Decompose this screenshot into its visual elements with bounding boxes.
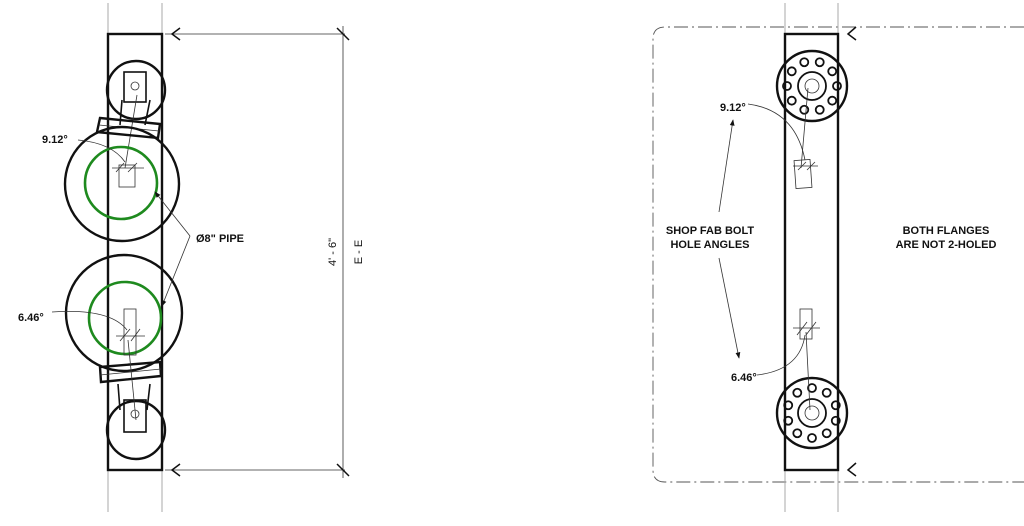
bolt-hole bbox=[792, 428, 803, 439]
bolt-hole bbox=[782, 81, 792, 91]
bolt-hole bbox=[827, 66, 838, 77]
note-flanges-line1: BOTH FLANGES bbox=[903, 225, 990, 237]
bolt-hole bbox=[807, 433, 817, 443]
bolt-hole bbox=[830, 400, 841, 411]
bolt-hole bbox=[792, 387, 803, 398]
right-plan-view: 9.12° 6.46° SHOP FAB BOLT HOLE ANGLES BO… bbox=[652, 3, 1024, 512]
note-shop-fab-line1: SHOP FAB BOLT bbox=[666, 225, 754, 237]
pipe-circle bbox=[87, 280, 163, 356]
section-label: E - E bbox=[353, 240, 365, 264]
bolt-hole bbox=[814, 57, 825, 68]
bolt-hole bbox=[786, 66, 797, 77]
bolt-hole bbox=[814, 104, 825, 115]
bolt-hole bbox=[832, 81, 842, 91]
valve-bottom bbox=[105, 339, 167, 461]
angle-label-bottom: 6.46° bbox=[731, 372, 757, 384]
bolt-hole bbox=[821, 387, 832, 398]
bolt-hole bbox=[783, 415, 794, 426]
bolt-hole bbox=[783, 400, 794, 411]
bolt-hole bbox=[827, 95, 838, 106]
note-flanges-line2: ARE NOT 2-HOLED bbox=[896, 239, 997, 251]
clamp-plate-bottom bbox=[98, 360, 163, 384]
angle-label-bottom: 6.46° bbox=[18, 312, 44, 324]
pipe-circle bbox=[83, 145, 159, 221]
boundary-line bbox=[652, 26, 1024, 483]
pipe-lower bbox=[51, 253, 184, 373]
bolt-hole bbox=[799, 104, 810, 115]
dimension-label: 4' - 6" bbox=[327, 238, 339, 266]
left-section-view: 9.12° 6.46° Ø8" PIPE 4' - 6" E - E bbox=[18, 3, 365, 512]
bolt-hole bbox=[821, 428, 832, 439]
valve-top bbox=[105, 59, 167, 169]
pipe-upper bbox=[63, 125, 181, 243]
note-shop-fab-line2: HOLE ANGLES bbox=[670, 239, 749, 251]
flange-bottom bbox=[756, 308, 849, 450]
bolt-hole bbox=[799, 57, 810, 68]
bolt-hole bbox=[830, 415, 841, 426]
support-beam bbox=[106, 32, 164, 472]
bolt-hole bbox=[807, 383, 817, 393]
pipe-label: Ø8" PIPE bbox=[196, 233, 244, 245]
angle-label-top: 9.12° bbox=[720, 102, 746, 114]
bolt-hole bbox=[786, 95, 797, 106]
flange-top bbox=[747, 49, 849, 189]
support-beam bbox=[783, 32, 840, 472]
angle-label-top: 9.12° bbox=[42, 134, 68, 146]
dimension-line bbox=[165, 26, 350, 478]
